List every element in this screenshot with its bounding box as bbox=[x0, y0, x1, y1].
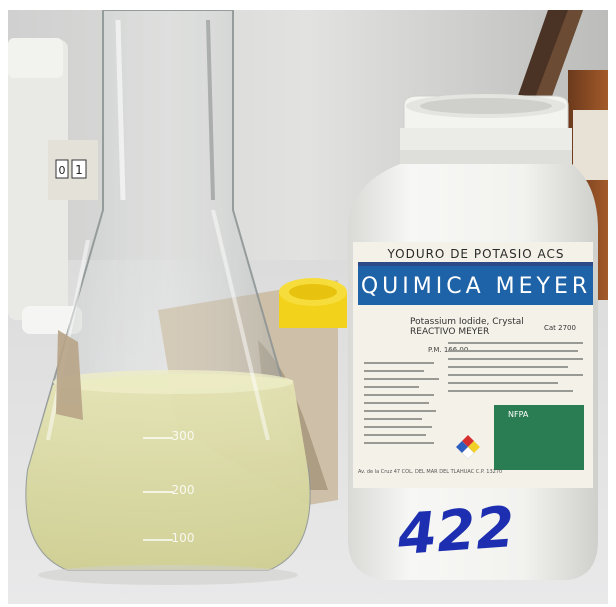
photo-frame: 0 1 YODURO DE POTASIO ACS bbox=[8, 10, 608, 604]
flask-graduation-100: 100 bbox=[172, 531, 195, 545]
nfpa-label: NFPA bbox=[508, 410, 529, 419]
lab-photo: 0 1 YODURO DE POTASIO ACS bbox=[8, 10, 608, 604]
label-blue-band bbox=[358, 265, 593, 305]
yellow-cap bbox=[279, 278, 347, 328]
label-brand: QUIMICA MEYER bbox=[361, 274, 591, 299]
label-title: YODURO DE POTASIO ACS bbox=[386, 247, 564, 261]
flask-solution bbox=[26, 373, 310, 570]
handwritten-sample-number: 422 bbox=[395, 495, 517, 568]
nfpa-box bbox=[494, 405, 584, 470]
erlenmeyer-flask: 300 200 100 bbox=[25, 10, 311, 585]
jug-tag-number: 1 bbox=[75, 163, 83, 177]
reagent-bottle: YODURO DE POTASIO ACS QUIMICA MEYER Pota… bbox=[348, 94, 598, 580]
flask-graduation-300: 300 bbox=[172, 429, 195, 443]
hazard-diamond-icon bbox=[456, 435, 480, 460]
label-subtitle-2: REACTIVO MEYER bbox=[410, 327, 489, 337]
label-cat: Cat 2700 bbox=[544, 324, 576, 332]
label-footer: Av. de la Cruz 47 COL. DEL MAR DEL TLAHU… bbox=[358, 469, 502, 475]
flask-graduation-200: 200 bbox=[172, 483, 195, 497]
label-fine-print bbox=[364, 342, 583, 444]
jug-tag-prefix: 0 bbox=[59, 164, 66, 177]
label-subtitle: Potassium Iodide, Crystal bbox=[410, 317, 524, 327]
left-white-jug: 0 1 bbox=[8, 38, 98, 334]
